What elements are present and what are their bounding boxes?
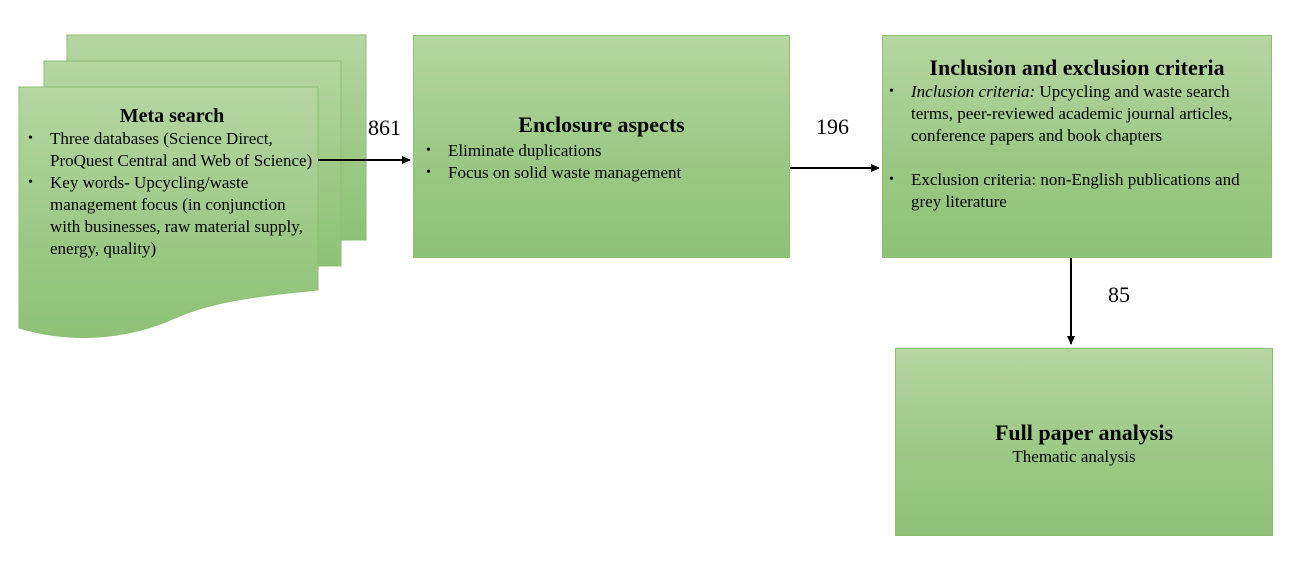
inclusion-criteria-bullet: Inclusion criteria: Upcycling and waste … — [883, 81, 1271, 147]
criteria-bullets: Inclusion criteria: Upcycling and waste … — [883, 81, 1271, 213]
enclosure-title: Enclosure aspects — [518, 112, 685, 137]
analysis-subtitle: Thematic analysis — [1012, 447, 1136, 466]
enclosure-bullet: Eliminate duplications — [420, 140, 789, 162]
count-after-enclosure: 196 — [816, 114, 849, 139]
inclusion-label: Inclusion criteria: — [911, 82, 1036, 101]
exclusion-criteria-bullet: Exclusion criteria: non-English publicat… — [883, 169, 1271, 213]
full-paper-analysis-box: Full paper analysis Thematic analysis — [895, 348, 1273, 536]
criteria-title: Inclusion and exclusion criteria — [929, 55, 1225, 80]
meta-search-bullet: Key words- Upcycling/waste management fo… — [22, 172, 318, 260]
analysis-title: Full paper analysis — [994, 420, 1174, 445]
enclosure-aspects-box: Enclosure aspects Eliminate duplications… — [413, 35, 790, 258]
meta-search-content: Meta search Three databases (Science Dir… — [22, 104, 318, 260]
count-after-meta-search: 861 — [368, 115, 401, 140]
count-after-criteria: 85 — [1108, 282, 1130, 307]
inclusion-text: Upcycling and waste search terms, peer-r… — [911, 82, 1233, 145]
criteria-box: Inclusion and exclusion criteria Inclusi… — [882, 35, 1272, 258]
meta-search-bullets: Three databases (Science Direct, ProQues… — [22, 128, 318, 260]
meta-search-title: Meta search — [119, 105, 225, 127]
enclosure-bullets: Eliminate duplications Focus on solid wa… — [420, 140, 789, 184]
meta-search-bullet: Three databases (Science Direct, ProQues… — [22, 128, 318, 172]
enclosure-bullet: Focus on solid waste management — [420, 162, 789, 184]
